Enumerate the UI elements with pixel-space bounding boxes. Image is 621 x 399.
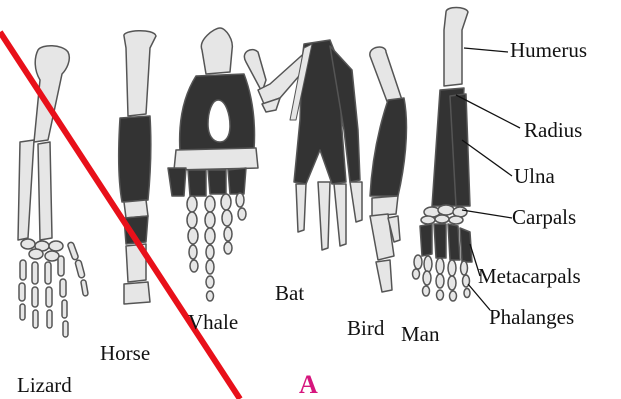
label-phalanges: Phalanges	[489, 307, 574, 328]
label-radius: Radius	[524, 120, 582, 141]
label-whale: Vhale	[188, 312, 238, 333]
label-bird: Bird	[347, 318, 384, 339]
label-humerus: Humerus	[510, 40, 587, 61]
label-lizard: Lizard	[17, 375, 72, 396]
bird-limb	[370, 47, 407, 292]
label-carpals: Carpals	[512, 207, 576, 228]
label-horse: Horse	[100, 343, 150, 364]
whale-limb	[168, 28, 258, 301]
man-limb	[413, 8, 473, 302]
figure-marker-a: A	[299, 372, 318, 398]
lizard-limb	[18, 46, 88, 337]
label-bat: Bat	[275, 283, 304, 304]
label-metacarpals: Metacarpals	[478, 266, 581, 287]
label-man: Man	[401, 324, 440, 345]
bat-limb	[244, 40, 362, 250]
label-ulna: Ulna	[514, 166, 555, 187]
